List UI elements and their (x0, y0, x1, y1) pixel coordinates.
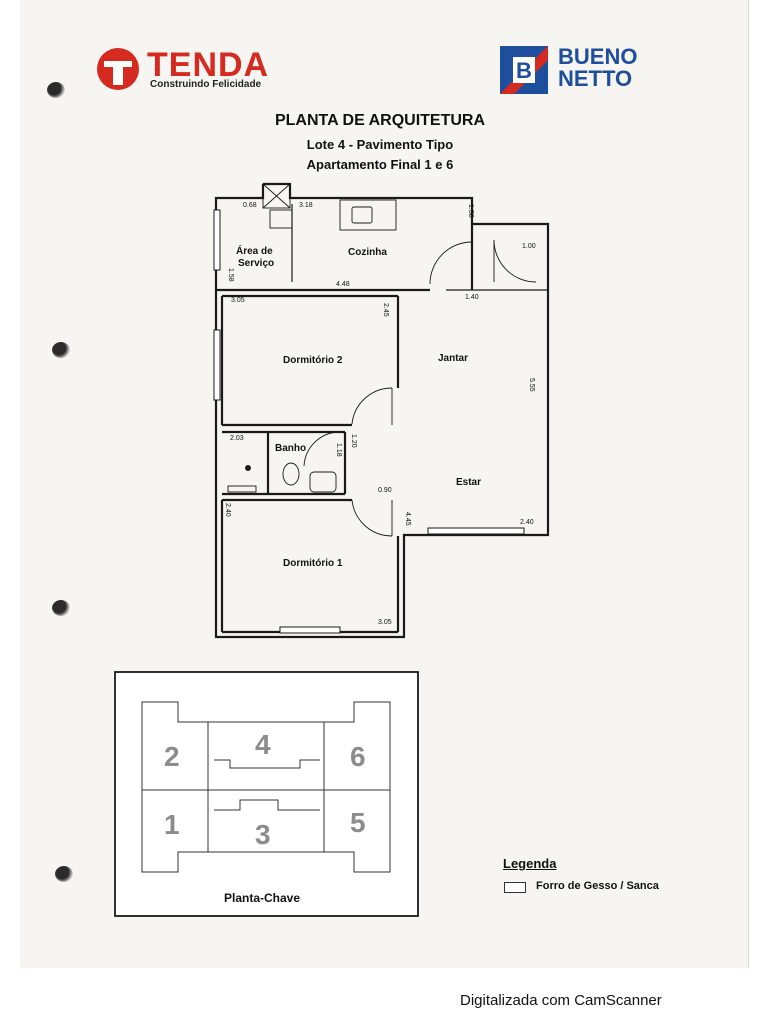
label-area-servico-2: Serviço (238, 258, 274, 269)
tenda-logo-mark (97, 48, 139, 90)
window-estar (427, 527, 525, 535)
dim-label: 0.68 (243, 202, 257, 209)
punch-hole (55, 866, 73, 882)
bueno-mark-letter: B (516, 58, 532, 83)
label-banho: Banho (275, 443, 306, 454)
door-swing-bath (303, 431, 341, 467)
dim-label: 1.58 (467, 204, 474, 218)
tenda-tagline: Construindo Felicidade (150, 79, 262, 90)
key-plan-frame (114, 671, 419, 917)
dim-label: 1.20 (350, 434, 357, 448)
bueno-line1: BUENO (558, 44, 638, 69)
key-unit-2: 2 (164, 741, 180, 772)
key-core-outline (214, 759, 320, 769)
dim-label: 0.90 (378, 487, 392, 494)
key-unit-6: 6 (350, 741, 366, 772)
scan-footer: Digitalizada com CamScanner (460, 992, 662, 1009)
punch-hole (47, 82, 65, 98)
label-dormitorio-2: Dormitório 2 (283, 355, 343, 366)
key-unit-3: 3 (255, 819, 271, 850)
label-estar: Estar (456, 477, 481, 488)
dim-label: 2.40 (520, 519, 534, 526)
label-area-servico-1: Área de (236, 244, 273, 257)
key-unit-5: 5 (350, 807, 366, 838)
window-service (213, 209, 221, 271)
door-swing-dorm2 (351, 387, 393, 425)
window-dorm2 (213, 329, 221, 401)
dim-label: 4.48 (336, 281, 350, 288)
dim-label: 5.55 (528, 378, 535, 392)
label-cozinha: Cozinha (348, 247, 387, 258)
legend-swatch (504, 882, 526, 893)
bueno-netto-wordmark: BUENO NETTO (558, 46, 637, 90)
bath-closet-rack (227, 485, 257, 493)
sink-icon (351, 206, 373, 224)
key-core-outline (214, 799, 320, 811)
key-unit-1: 1 (164, 809, 180, 840)
tank-icon (269, 209, 293, 229)
label-dormitorio-1: Dormitório 1 (283, 558, 343, 569)
shaft-box (262, 183, 291, 209)
punch-hole (52, 342, 70, 358)
label-jantar: Jantar (438, 353, 468, 364)
plan-title: PLANTA DE ARQUITETURA (274, 112, 486, 129)
plan-subtitle-lot: Lote 4 - Pavimento Tipo (306, 137, 454, 152)
door-swing-entry (493, 239, 537, 283)
dim-label: 4.45 (404, 512, 411, 526)
legend-title: Legenda (503, 856, 557, 871)
window-dorm1 (279, 626, 341, 634)
dim-label: 2.03 (230, 435, 244, 442)
dim-label: 3.05 (231, 297, 245, 304)
key-unit-4: 4 (255, 729, 271, 760)
dim-label: 2.40 (224, 503, 231, 517)
washbasin-icon (309, 471, 337, 493)
dim-label: 1.40 (465, 294, 479, 301)
key-plan-caption: Planta-Chave (224, 891, 300, 905)
punch-hole (52, 600, 70, 616)
legend-item: Forro de Gesso / Sanca (536, 880, 659, 892)
tenda-wordmark: TENDA (147, 46, 270, 84)
door-swing-dorm1 (351, 499, 393, 537)
dim-label: 3.18 (299, 202, 313, 209)
dim-label: 1.18 (335, 443, 342, 457)
door-swing-kitchen (429, 241, 473, 285)
kitchen-counter (339, 199, 397, 231)
bueno-line2: NETTO (558, 66, 633, 91)
drain-icon (245, 465, 251, 471)
shaft-cross (262, 183, 291, 209)
key-unit-5-outline (323, 789, 391, 873)
dim-label: 2.45 (382, 303, 389, 317)
dim-label: 1.00 (522, 243, 536, 250)
dim-label: 1.58 (227, 268, 234, 282)
toilet-icon (282, 462, 300, 486)
plan-subtitle-unit: Apartamento Final 1 e 6 (306, 157, 454, 172)
bueno-netto-logo-mark: B (500, 46, 548, 94)
dim-label: 3.05 (378, 619, 392, 626)
